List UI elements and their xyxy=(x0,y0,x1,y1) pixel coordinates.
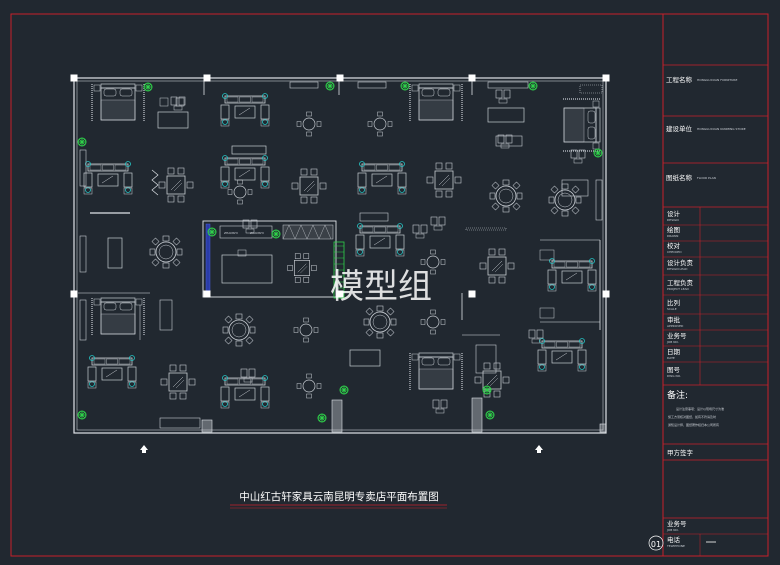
drawing-title: 中山红古轩家具云南昆明专卖店平面布置图 xyxy=(239,490,439,503)
column xyxy=(471,397,483,433)
project-lead-label-en: PROJECT LEAD xyxy=(667,287,690,291)
job-no-label-en: JOB NO. xyxy=(666,340,679,344)
reception-area xyxy=(202,220,337,298)
approve-label: 审批 xyxy=(667,315,681,324)
sheet-number: 01 xyxy=(651,540,661,549)
client-value: HONGGUXUAN KUNMING STORE xyxy=(697,127,746,131)
notes-label: 备注: xyxy=(667,389,688,401)
scale-label: 比列 xyxy=(667,298,680,307)
drawing-name-value: FLOOR PLAN xyxy=(697,176,716,180)
drawing-name-label: 图纸名称 xyxy=(666,173,693,182)
drawing-no-label-en: DWG NO. xyxy=(667,374,681,378)
job-no-bottom-label: 业务号 xyxy=(667,519,687,528)
job-no-bottom-label-en: JOB NO. xyxy=(666,528,679,532)
client-label: 建设单位 xyxy=(666,124,693,133)
entrance-arrow-icon xyxy=(140,445,148,453)
scale-label-en: SCALE xyxy=(667,307,677,311)
date-label-en: DATE xyxy=(667,356,675,360)
reception-desk xyxy=(221,254,273,284)
notes-line-2: 施工方须核对图纸，如有不符请及时 xyxy=(668,414,716,419)
draw-label: 绘图 xyxy=(667,225,680,234)
phone-label: 电话 xyxy=(667,535,681,544)
floor-plan: ZHANSHI ZHANSHI xyxy=(70,74,610,453)
project-name-value: HONGGUXUAN FURNITURE xyxy=(697,78,737,82)
design-lead-label-en: DESIGN LEAD xyxy=(667,267,688,271)
date-label: 日期 xyxy=(667,348,681,356)
exterior-wall xyxy=(73,77,607,434)
notes-line-1: 设计注意事项：设计以现场尺寸为准 xyxy=(676,406,724,411)
notes-line-3: 通知设计师，图纸著作权归本公司所有 xyxy=(668,422,719,427)
check-label-en: CHECKED xyxy=(667,250,682,254)
phone-label-en: TELEPHONE xyxy=(666,544,685,548)
column xyxy=(201,419,213,433)
drawing-no-label: 图号 xyxy=(667,366,681,374)
column xyxy=(331,399,343,433)
sheet-border xyxy=(10,13,769,557)
check-label: 校对 xyxy=(667,241,681,250)
sheet-number-circle xyxy=(648,535,664,551)
owner-signature-label: 甲方签字 xyxy=(667,448,694,457)
project-lead-label: 工程负责 xyxy=(667,278,694,287)
watermark-text: 模型组 xyxy=(330,267,432,307)
column xyxy=(599,423,607,433)
title-block: 工程名称 HONGGUXUAN FURNITURE 建设单位 HONGGUXUA… xyxy=(648,64,768,556)
project-name-label: 工程名称 xyxy=(666,75,693,84)
job-no-label: 业务号 xyxy=(667,331,687,340)
entrance-arrow-icon xyxy=(535,445,543,453)
svg-text:ZHANSHI: ZHANSHI xyxy=(224,231,238,235)
design-label: 设计 xyxy=(667,209,681,218)
approve-label-en: APPROVED xyxy=(667,324,684,328)
design-lead-label: 设计负责 xyxy=(667,258,694,267)
svg-text:ZHANSHI: ZHANSHI xyxy=(250,231,264,235)
draw-label-en: DRAWN xyxy=(667,234,678,238)
design-label-en: DESIGN xyxy=(667,218,679,222)
